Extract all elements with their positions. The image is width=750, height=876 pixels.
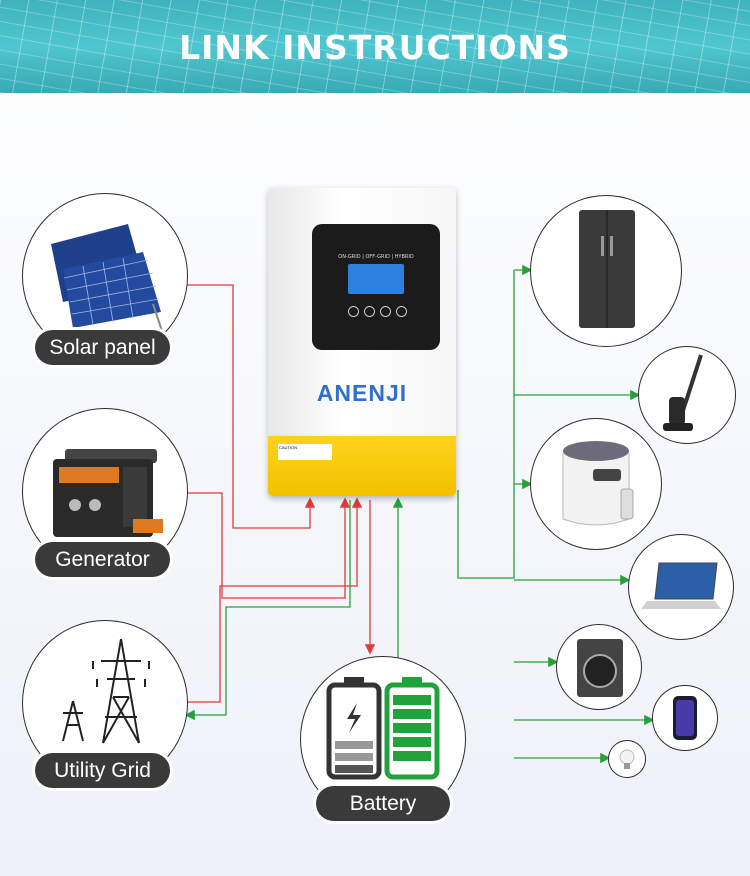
washing-machine-circle [556,624,642,710]
vacuum-circle [638,346,736,444]
refrigerator-icon [579,210,635,328]
smartphone-circle [652,685,718,751]
battery-label: Battery [316,786,450,821]
inverter-body: ON-GRID | OFF-GRID | HYBRID ANENJI [268,188,456,436]
inverter-buttons [348,306,407,317]
refrigerator-circle [530,195,682,347]
inverter-display-panel: ON-GRID | OFF-GRID | HYBRID [312,224,440,350]
solar-wire [180,284,316,529]
inverter-brand-logo: ANENJI [316,380,408,406]
utility-grid-label: Utility Grid [35,753,170,788]
light-bulb-circle [608,740,646,778]
smartphone-icon [673,696,697,740]
light-bulb-icon [619,749,635,769]
generator-icon [53,449,163,537]
air-fryer-circle [530,418,662,550]
grid-output-wire [184,500,351,721]
battery-icon [326,677,440,780]
laptop-circle [628,534,734,640]
air-fryer-icon [562,441,634,526]
grid-input-wire [180,497,363,703]
generator-wire [180,492,351,599]
power-tower-icon [62,638,150,744]
washing-machine-icon [577,639,623,697]
inverter-mode-text: ON-GRID | OFF-GRID | HYBRID [338,254,414,260]
solar-grid-pattern [0,0,750,93]
generator-label: Generator [35,542,170,577]
vacuum-icon [663,354,703,431]
inverter: ON-GRID | OFF-GRID | HYBRID ANENJI CAUTI… [268,188,456,496]
header-banner: LINK INSTRUCTIONS [0,0,750,93]
inverter-lcd [348,264,404,294]
laptop-icon [641,562,721,609]
solar-panel-icon [51,224,164,335]
caution-label: CAUTION [278,444,332,460]
solar-panel-label: Solar panel [35,330,170,365]
page-title: LINK INSTRUCTIONS [179,28,571,67]
